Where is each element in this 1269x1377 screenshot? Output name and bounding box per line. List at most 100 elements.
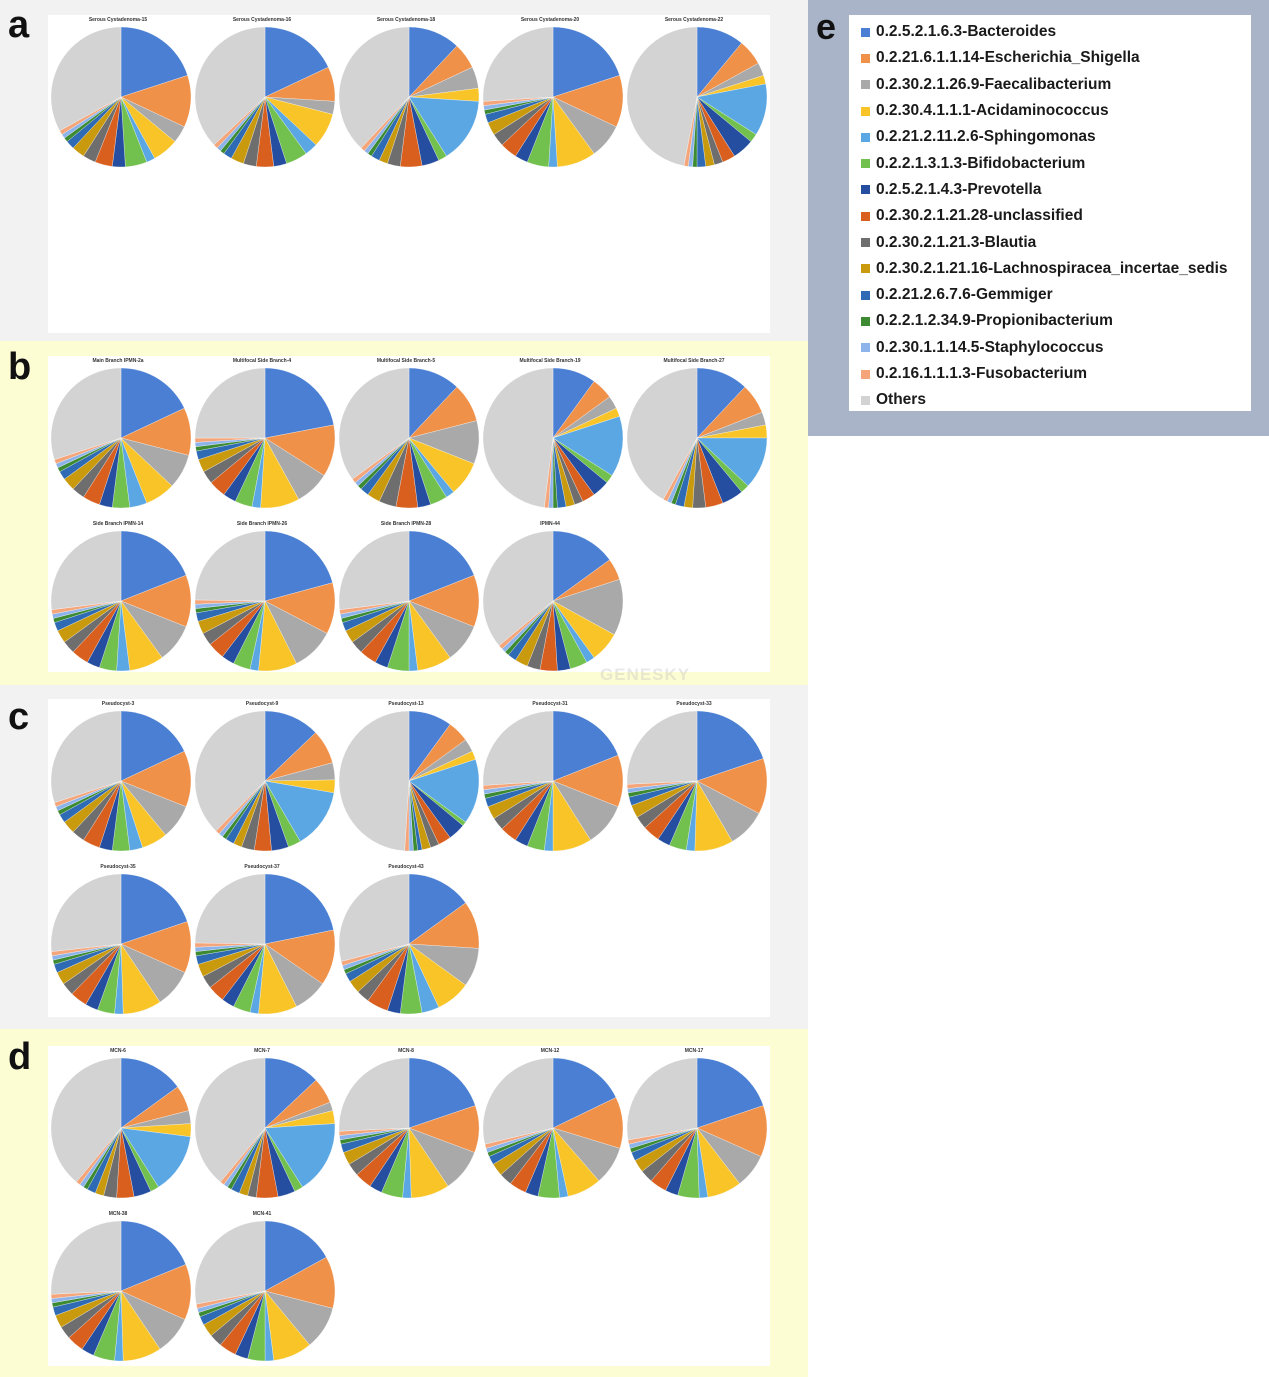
pie-chart [338,1057,480,1199]
pie-chart [482,26,624,168]
legend-item: 0.2.30.2.1.26.9-Faecalibacterium [861,72,1228,98]
pie-slice [194,873,266,945]
pie-chart [50,26,192,168]
legend-swatch [861,27,870,37]
pie-title: Multifocal Side Branch-5 [376,358,436,364]
pie-chart [482,530,624,672]
pie-chart [194,873,336,1015]
legend-item: Others [861,387,1228,413]
pie-title: Pseudocyst-33 [676,701,712,707]
watermark: GENESKY [600,665,691,684]
pie-slice [264,367,334,439]
legend-item: 0.2.30.2.1.21.28-unclassified [861,203,1228,229]
pie-slice [696,710,764,782]
pie-slice [482,26,554,102]
pie-slice [264,530,333,602]
pie-title: Pseudocyst-3 [101,701,135,707]
legend-swatch [861,132,870,142]
legend-item: 0.2.30.2.1.21.16-Lachnospiracea_incertae… [861,256,1228,282]
pie-title: Serous Cystadenoma-20 [520,17,580,23]
pie-chart [50,1057,192,1199]
pie-slice [408,530,475,602]
pie-chart [338,873,480,1015]
pie-slice [194,26,266,146]
legend-item: 0.2.2.1.2.34.9-Propionibacterium [861,308,1228,334]
pie-slice [194,710,266,832]
pie-slice [194,1220,266,1305]
pie-chart [50,367,192,509]
pie-chart [194,530,336,672]
pie-slice [408,873,466,945]
legend-swatch [861,395,870,405]
pie-title: Pseudocyst-9 [245,701,279,707]
pie-slice [626,367,698,500]
pie-slice [696,1057,764,1129]
pie-slice [338,530,410,610]
pie-slice [264,1220,327,1292]
pie-chart [194,710,336,852]
legend-item: 0.2.30.1.1.14.5-Staphylococcus [861,335,1228,361]
pie-title: MCN-17 [684,1048,704,1054]
legend-swatch [861,238,870,248]
legend-swatch [861,369,870,379]
pie-slice [120,26,188,98]
pie-slice [696,758,768,814]
legend-label: 0.2.5.2.1.4.3-Prevotella [876,180,1042,198]
pie-slice [120,1127,191,1188]
legend-item: 0.2.21.2.6.7.6-Gemmiger [861,282,1228,308]
pie-title: Serous Cystadenoma-18 [376,17,436,23]
pie-chart [50,873,192,1015]
pie-slice [552,530,610,602]
pie-chart [626,367,768,509]
pie-slice [50,367,122,460]
pie-title: MCN-7 [254,1048,270,1054]
pie-slice [120,710,185,782]
pie-slice [50,710,122,803]
pie-chart [50,530,192,672]
legend-swatch [861,264,870,274]
pie-title: Side Branch IPMN-14 [92,521,144,527]
pie-title: Side Branch IPMN-28 [380,521,432,527]
legend-label: 0.2.30.2.1.21.28-unclassified [876,207,1083,225]
panel-letter-a: a [8,4,30,46]
pie-slice [482,530,554,646]
pie-title: Multifocal Side Branch-27 [663,358,725,364]
legend-item: 0.2.21.6.1.1.14-Escherichia_Shigella [861,45,1228,71]
pie-slice [338,26,410,149]
pie-chart [626,1057,768,1199]
pie-slice [120,367,185,439]
pie-chart [194,367,336,509]
pie-title: Serous Cystadenoma-22 [664,17,724,23]
pie-slice [264,929,336,985]
legend-item: 0.2.30.4.1.1.1-Acidaminococcus [861,98,1228,124]
pie-slice [338,1057,410,1132]
pie-slice [552,710,619,782]
pie-slice [264,873,334,945]
pie-title: Pseudocyst-35 [100,864,136,870]
pie-slice [408,759,480,823]
pie-slice [264,26,329,98]
pie-slice [120,1264,192,1320]
pie-title: MCN-12 [540,1048,560,1054]
pie-slice [552,579,624,635]
pie-title: Pseudocyst-13 [388,701,424,707]
pie-slice [264,780,335,842]
pie-slice [50,530,122,610]
panel-letter-c: c [8,696,30,738]
pie-title: IPMN-44 [540,521,560,527]
pie-slice [120,530,187,602]
legend-label: 0.2.16.1.1.1.3-Fusobacterium [876,365,1088,382]
panel-letter-e: e [816,6,837,47]
pie-slice [338,873,410,962]
pie-slice [408,1057,476,1129]
legend-swatch [861,343,870,353]
pie-slice [50,1057,122,1183]
panel-letter-d: d [8,1036,32,1078]
legend-label: Others [876,391,926,409]
pie-slice [50,873,122,952]
legend-label: 0.2.21.6.1.1.14-Escherichia_Shigella [876,49,1140,67]
pie-slice [194,1057,266,1183]
pie-chart [338,530,480,672]
legend-label: 0.2.30.1.1.14.5-Staphylococcus [876,338,1104,356]
